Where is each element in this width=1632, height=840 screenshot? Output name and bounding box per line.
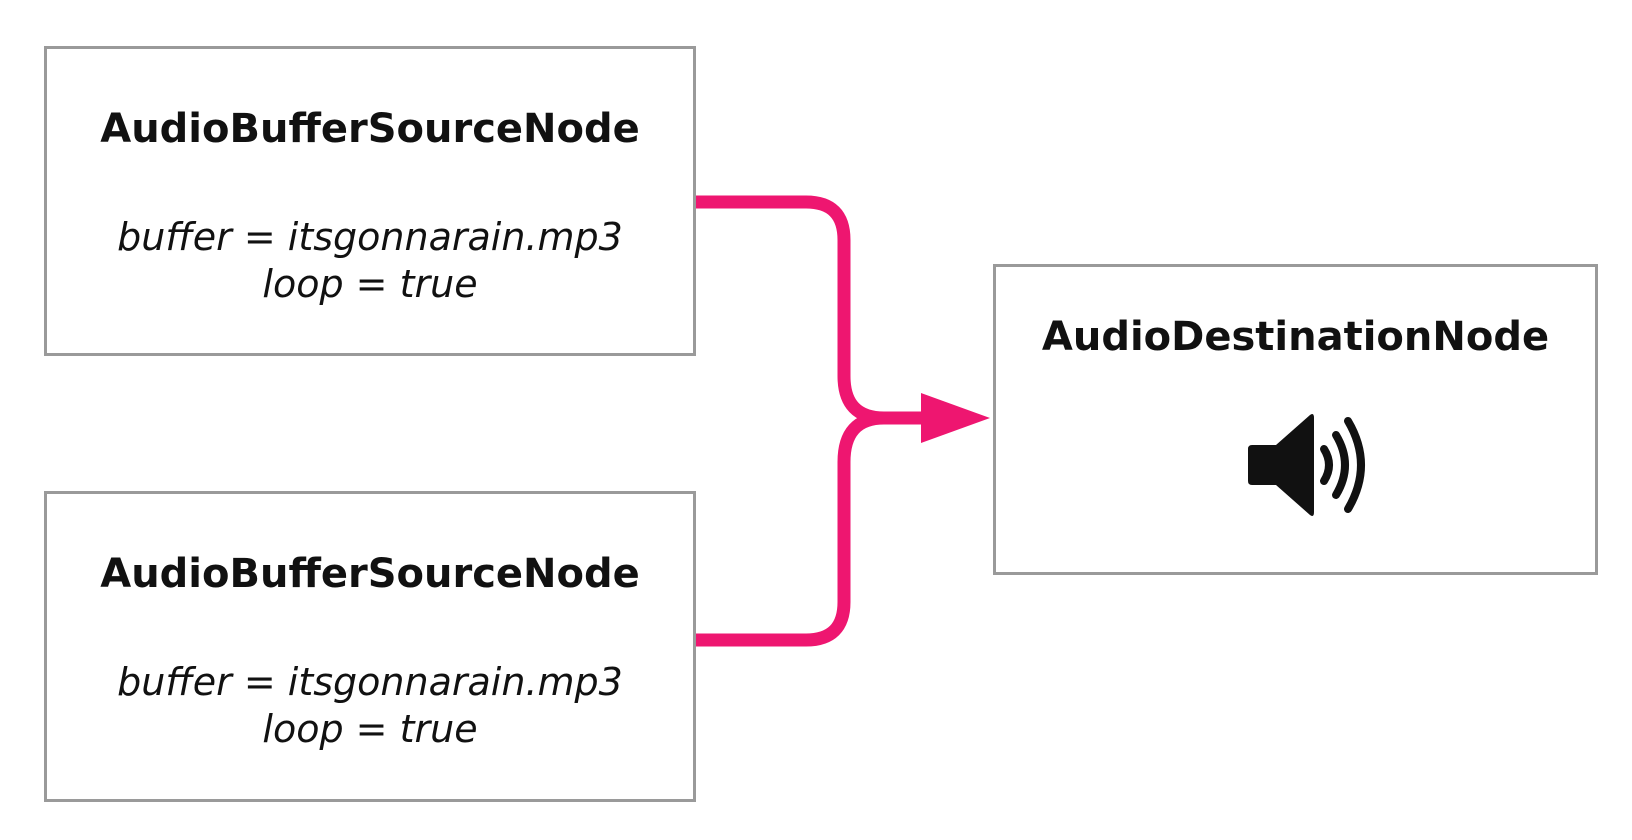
node-title: AudioDestinationNode: [1041, 314, 1550, 360]
loop-property: loop = true: [262, 707, 478, 751]
arrowhead: [921, 393, 990, 443]
node-title: AudioBufferSourceNode: [100, 551, 640, 597]
loop-property: loop = true: [262, 262, 478, 306]
connector-source-1: [696, 195, 930, 425]
buffer-property: buffer = itsgonnarain.mp3: [117, 660, 623, 704]
audio-buffer-source-node-2: AudioBufferSourceNode buffer = itsgonnar…: [44, 491, 696, 802]
audio-destination-node: AudioDestinationNode: [993, 264, 1598, 575]
buffer-property: buffer = itsgonnarain.mp3: [117, 215, 623, 259]
node-title: AudioBufferSourceNode: [100, 106, 640, 152]
connector-source-2: [696, 411, 885, 647]
speaker-icon: [1248, 414, 1365, 516]
audio-buffer-source-node-1: AudioBufferSourceNode buffer = itsgonnar…: [44, 46, 696, 356]
